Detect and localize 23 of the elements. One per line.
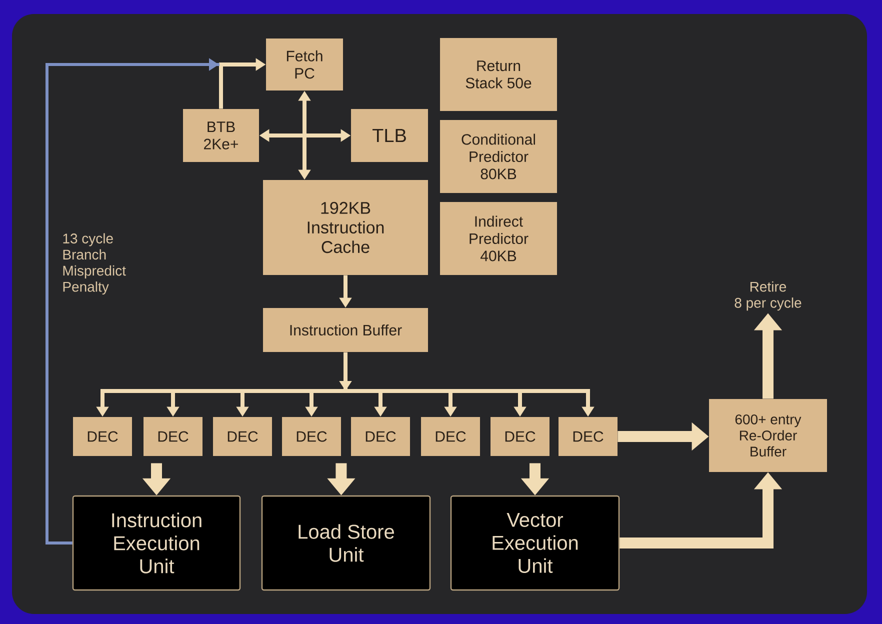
decoder-box: DEC — [282, 417, 341, 456]
output-label: Retire 8 per cycle — [734, 281, 802, 311]
block-box: 600+ entry Re-Order Buffer — [709, 399, 828, 472]
block-box: Instruction Buffer — [263, 308, 428, 352]
edge-label: 13 cycle Branch Mispredict Penalty — [63, 233, 126, 295]
block-box: 192KB Instruction Cache — [263, 180, 428, 275]
block-box: Fetch PC — [266, 38, 343, 90]
decoder-box: DEC — [421, 417, 480, 456]
block-box: Return Stack 50e — [440, 38, 557, 111]
decoder-box: DEC — [558, 417, 618, 456]
unit-box: Load Store Unit — [261, 495, 431, 591]
block-box: BTB 2Ke+ — [183, 109, 259, 162]
unit-box: Vector Execution Unit — [450, 495, 620, 591]
block-box: Indirect Predictor 40KB — [440, 202, 557, 275]
feedback-arrow — [46, 58, 220, 544]
block-box: Conditional Predictor 80KB — [440, 120, 557, 193]
decoder-box: DEC — [490, 417, 550, 456]
decoder-box: DEC — [144, 417, 202, 456]
decoder-box: DEC — [213, 417, 272, 456]
decoder-box: DEC — [351, 417, 410, 456]
block-box: TLB — [351, 109, 428, 162]
decoder-box: DEC — [73, 417, 132, 456]
unit-box: Instruction Execution Unit — [72, 495, 241, 591]
